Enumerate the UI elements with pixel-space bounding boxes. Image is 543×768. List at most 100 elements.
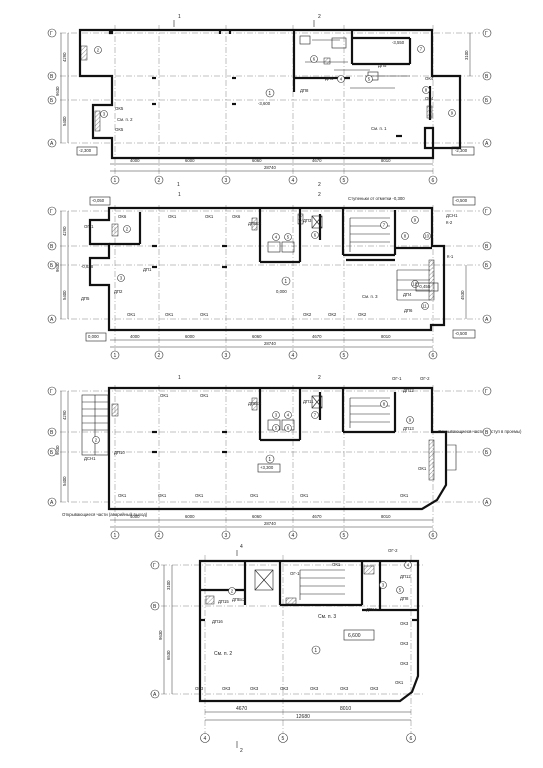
section-marker: 2 [240, 748, 243, 754]
window-label: ОК1 [165, 312, 174, 317]
door-label: ДП6 [325, 76, 334, 81]
dimension: 4000 [130, 334, 140, 339]
room-number: 12 [412, 282, 417, 287]
plan-top-floor: 4 1 2 3 4 5 6,600 [150, 544, 425, 754]
room-number: 9 [451, 111, 454, 116]
level-note: Ступеньки от отметки -0,300 [348, 196, 405, 201]
note-label: См. п. 1 [371, 126, 387, 131]
plan-ground-floor: Ступеньки от отметки -0,300 [47, 192, 492, 360]
dimension: 5400 [62, 290, 67, 300]
axis-label: 5 [282, 736, 285, 742]
axis-label: 1 [114, 533, 117, 539]
room-number: 1 [314, 648, 317, 654]
room-number: 8 [425, 88, 428, 93]
dimension: 4290 [62, 52, 67, 62]
room-number: 6 [287, 426, 290, 431]
window-label: ОК6 [232, 214, 241, 219]
window-label: ОК1 [168, 214, 177, 219]
axis-label: В [153, 604, 157, 610]
window-label: ОК1 [395, 680, 404, 685]
door-label: ДП5 [81, 296, 90, 301]
section-marker: 1 [178, 375, 181, 381]
level-mark: -3,550 [392, 40, 405, 45]
dimension: 4530 [460, 290, 465, 300]
section-marker: 1 [178, 14, 181, 20]
dimension: 8010 [340, 706, 351, 712]
dimension: 4670 [312, 158, 322, 163]
section-marker: 2 [318, 182, 321, 188]
axis-label: 1 [114, 353, 117, 359]
dimension-total: 9630 [55, 445, 60, 455]
door-label: ДП6 [404, 308, 413, 313]
axis-label: В [50, 74, 54, 80]
window-label: ОК1 [200, 393, 209, 398]
room-number: 10 [424, 234, 429, 239]
axis-label: А [50, 141, 54, 147]
section-marker: 2 [318, 14, 321, 20]
window-label: ОК3 [400, 621, 409, 626]
axis-label: Б [50, 263, 54, 269]
door-label: ДСН1 [84, 456, 96, 461]
axis-label: В [50, 430, 54, 436]
dimension: 3100 [464, 50, 469, 60]
axis-label: 2 [158, 178, 161, 184]
axis-label: Б [485, 98, 489, 104]
door-label: ДП11 [303, 399, 314, 404]
door-label: ДП12 [403, 388, 414, 393]
axis-label: 6 [410, 736, 413, 742]
dimension: 6000 [185, 514, 195, 519]
note-label: К-2 [446, 220, 453, 225]
door-label: ДП10 [114, 450, 125, 455]
dimension-total: 28740 [264, 521, 277, 526]
axis-label: 2 [158, 533, 161, 539]
room-number: 1 [268, 457, 271, 463]
room-number: 8 [404, 234, 407, 239]
door-label: ДПВс2 [232, 597, 246, 602]
dimension: 4000 [130, 158, 140, 163]
window-label: ОК1 [160, 393, 169, 398]
window-label: ОК4 [425, 76, 434, 81]
room-number: 1 [268, 91, 271, 97]
room-number: 4 [275, 235, 278, 240]
room-number: 5 [287, 235, 290, 240]
axis-label: Г [153, 563, 156, 569]
axis-label: Б [485, 450, 489, 456]
level-mark: 6,600 [348, 633, 361, 639]
dimension: 8010 [381, 334, 391, 339]
door-label: ДПВс2 [248, 221, 262, 226]
window-label: ОК1 [118, 493, 127, 498]
level-mark: +3,300 [260, 465, 274, 470]
room-number: 5 [399, 588, 402, 593]
axis-label: Б [50, 98, 54, 104]
window-label: ОК1 [200, 312, 209, 317]
room-number: 9 [409, 418, 412, 423]
axis-label: А [153, 692, 157, 698]
window-label: ОК2 [328, 312, 337, 317]
level-mark: -2,300 [455, 148, 468, 153]
room-number: 2 [95, 438, 98, 443]
window-label: ОК1 [250, 493, 259, 498]
window-label: ОК1 [332, 562, 341, 567]
axis-label: 6 [432, 178, 435, 184]
axis-label: 4 [204, 736, 207, 742]
window-label: ОК1 [400, 493, 409, 498]
window-label: ОК1 [300, 493, 309, 498]
axis-label: 4 [292, 353, 295, 359]
axis-label: 3 [225, 178, 228, 184]
level-mark: -0,500 [455, 331, 468, 336]
note-label: См. п. 3 [318, 614, 336, 620]
window-label: ОК3 [250, 686, 259, 691]
section-marker: 4 [240, 544, 243, 550]
section-marker: 2 [318, 192, 321, 198]
dimension: 8010 [381, 158, 391, 163]
window-label: ОК1 [418, 466, 427, 471]
note-label: Открывающиеся части (аварийный выход) [62, 512, 148, 517]
room-number: 7 [383, 223, 386, 228]
dimension: 6060 [252, 158, 262, 163]
window-label: ОК6 [118, 214, 127, 219]
dimension: 4670 [312, 514, 322, 519]
door-label: ДП1 [143, 267, 152, 272]
axis-label: А [485, 141, 489, 147]
level-mark: -3,600 [258, 101, 271, 106]
room-number: 4 [407, 563, 410, 568]
